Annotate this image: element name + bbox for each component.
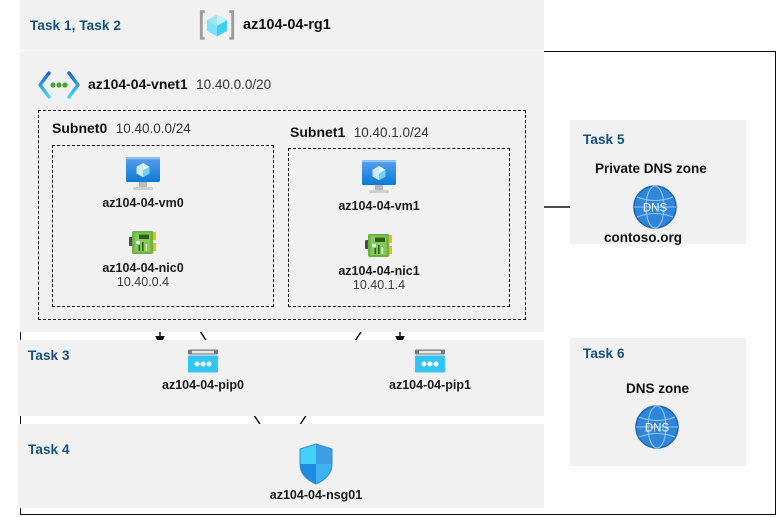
public-ip-address-icon [186, 348, 220, 375]
task-label-1-2: Task 1, Task 2 [30, 18, 121, 33]
dns-icon-text: DNS [645, 423, 670, 435]
pip0-label: az104-04-pip0 [162, 378, 244, 392]
task-label-4: Task 4 [28, 442, 70, 457]
network-interface-icon [363, 231, 395, 261]
nsg-node: az104-04-nsg01 [216, 443, 416, 502]
task-label-6: Task 6 [583, 346, 625, 361]
vnet-title: az104-04-vnet1 10.40.0.0/20 [88, 76, 271, 94]
virtual-machine-icon [122, 155, 164, 193]
private-dns-zone-title: Private DNS zone [595, 161, 707, 176]
vm0-node: az104-04-vm0 [102, 155, 184, 210]
subnet0-title: Subnet0 10.40.0.0/24 [52, 120, 191, 138]
nic1-label: az104-04-nic1 [338, 264, 420, 278]
nic0-ip: 10.40.0.4 [116, 275, 170, 289]
nic0-node: az104-04-nic0 10.40.0.4 [102, 228, 184, 289]
vm1-node: az104-04-vm1 [338, 158, 420, 213]
subnet0-name: Subnet0 [52, 120, 108, 136]
subnet0-prefix: 10.40.0.0/24 [115, 121, 191, 136]
task-label-3: Task 3 [28, 348, 70, 363]
vnet-address-space: 10.40.0.0/20 [196, 77, 272, 92]
subnet1-title: Subnet1 10.40.1.0/24 [290, 124, 429, 142]
resource-group-header-panel [20, 0, 544, 50]
pip1-label: az104-04-pip1 [389, 378, 471, 392]
vm0-label: az104-04-vm0 [102, 196, 184, 210]
dns-zone-icon: DNS [634, 404, 680, 450]
public-ip-address-icon [413, 348, 447, 375]
pip1-node: az104-04-pip1 [355, 348, 505, 392]
task3-panel [18, 340, 544, 416]
virtual-machine-icon [358, 158, 400, 196]
dns-icon-text: DNS [643, 203, 668, 215]
pip0-node: az104-04-pip0 [118, 348, 288, 392]
dns-zone-title: DNS zone [626, 381, 690, 396]
subnets-container [38, 110, 526, 320]
subnet1-prefix: 10.40.1.0/24 [353, 125, 429, 140]
vnet-name: az104-04-vnet1 [88, 76, 188, 92]
resource-group-name: az104-04-rg1 [243, 17, 331, 33]
private-dns-zone-name: contoso.org [604, 230, 682, 245]
dns-zone-icon: DNS [632, 184, 678, 230]
task4-panel [18, 424, 544, 508]
network-interface-icon [127, 228, 159, 258]
resource-group-icon [198, 6, 236, 44]
subnet0-box [52, 145, 274, 307]
subnet1-name: Subnet1 [290, 124, 346, 140]
vnet-panel [20, 51, 544, 332]
virtual-network-icon [36, 70, 82, 100]
vm1-label: az104-04-vm1 [338, 199, 420, 213]
nic1-ip: 10.40.1.4 [352, 278, 406, 292]
nic0-label: az104-04-nic0 [102, 261, 184, 275]
subnet1-box [288, 148, 510, 307]
task-label-5: Task 5 [583, 132, 625, 147]
nic1-node: az104-04-nic1 10.40.1.4 [338, 231, 420, 292]
network-security-group-icon [298, 443, 334, 485]
nsg-label: az104-04-nsg01 [269, 488, 363, 502]
